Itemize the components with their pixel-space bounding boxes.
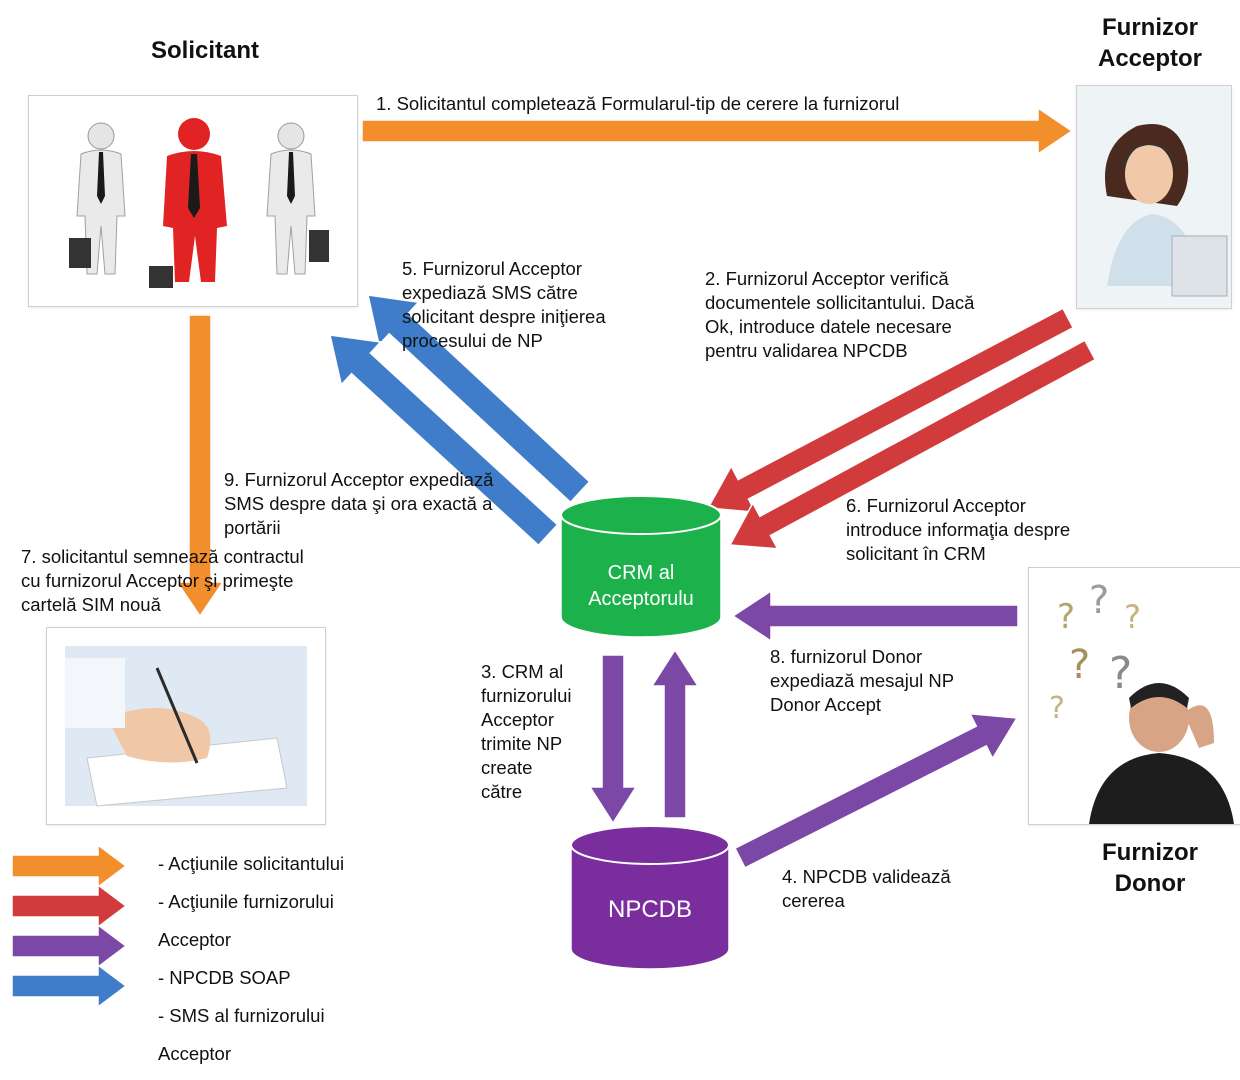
step-2-line: documentele sollicitantului. Dacă (705, 292, 975, 313)
grey-person-right-icon (266, 122, 329, 275)
donor-picture: ? ? ? ? ? ? (1028, 567, 1240, 825)
arrow-step-8 (731, 589, 1019, 643)
legend-item-solicitant: - Acţiunile solicitantului (158, 853, 345, 874)
step-4-line: 4. NPCDB validează (782, 866, 951, 887)
arrow-step-5 (367, 294, 591, 504)
call-center-operator-icon (1105, 124, 1228, 297)
step-7-line: 7. solicitantul semnează contractul (21, 546, 304, 567)
step-5-text: 5. Furnizorul Acceptor expediază SMS căt… (402, 257, 606, 353)
legend-swatch-red (11, 883, 128, 929)
step-5-line: expediază SMS către (402, 282, 578, 303)
legend-item-sms: - SMS al furnizorului (158, 1005, 325, 1026)
red-person-icon (149, 118, 227, 288)
step-1-line: 1. Solicitantul completează Formularul-t… (376, 93, 900, 114)
legend: - Acţiunile solicitantului - Acţiunile f… (158, 852, 344, 1080)
svg-text:?: ? (1109, 648, 1132, 699)
arrow-step-4 (733, 712, 1019, 869)
step-8-line: Donor Accept (770, 694, 882, 715)
step-3-line: create (481, 757, 533, 778)
step-7-line: cu furnizorul Acceptor şi primeşte (21, 570, 294, 591)
svg-text:?: ? (1069, 642, 1090, 688)
step-4-text: 4. NPCDB validează cererea (782, 865, 951, 913)
step-6-line: introduce informaţia despre (846, 519, 1071, 540)
donor-title: Furnizor Donor (1070, 837, 1230, 899)
solicitant-picture (28, 95, 358, 307)
acceptor-picture (1076, 85, 1232, 309)
step-5-line: procesului de NP (402, 330, 543, 351)
step-5-line: 5. Furnizorul Acceptor (402, 258, 582, 279)
step-4-line: cererea (782, 890, 845, 911)
step-9-line: SMS despre data şi ora exactă a (224, 493, 493, 514)
legend-swatch-orange (11, 843, 128, 889)
step-3-line: către (481, 781, 523, 802)
arrow-step-2 (706, 307, 1075, 514)
step-6-text: 6. Furnizorul Acceptor introduce informa… (846, 494, 1070, 566)
grey-person-left-icon (69, 122, 126, 275)
crm-database-icon (560, 495, 722, 638)
legend-swatch-blue (11, 963, 128, 1009)
donor-title-line2: Donor (1114, 870, 1186, 897)
legend-item-npcdb-soap: - NPCDB SOAP (158, 967, 291, 988)
svg-text:?: ? (1089, 578, 1109, 622)
arrow-step-3-up (650, 648, 700, 819)
svg-text:?: ? (1124, 598, 1141, 636)
step-9-text: 9. Furnizorul Acceptor expediază SMS des… (224, 468, 493, 540)
npcdb-database-label: NPCDB (607, 896, 692, 923)
step-2-line: pentru validarea NPCDB (705, 340, 908, 361)
step-6-line: solicitant în CRM (846, 543, 986, 564)
step-7-line: cartelă SIM nouă (21, 594, 161, 615)
step-9-line: portării (224, 517, 281, 538)
arrow-step-1 (361, 106, 1074, 156)
step-3-line: trimite NP (481, 733, 563, 754)
step-3-text: 3. CRM al furnizorului Acceptor trimite … (481, 660, 572, 804)
step-8-line: 8. furnizorul Donor (770, 646, 923, 667)
step-1-text: 1. Solicitantul completează Formularul-t… (376, 92, 899, 116)
npcdb-database-icon (570, 825, 730, 970)
step-6-line: 6. Furnizorul Acceptor (846, 495, 1026, 516)
arrow-step-6 (728, 339, 1097, 550)
step-8-line: expediază mesajul NP (770, 670, 955, 691)
step-9-line: 9. Furnizorul Acceptor expediază (224, 469, 494, 490)
legend-item-sms-cont: Acceptor (158, 1043, 232, 1064)
arrow-step-9 (329, 334, 559, 547)
hand-signing-icon (65, 658, 288, 807)
step-2-line: Ok, introduce datele necesare (705, 316, 952, 337)
svg-text:?: ? (1057, 597, 1075, 637)
step-8-text: 8. furnizorul Donor expediază mesajul NP… (770, 645, 954, 717)
step-3-line: furnizorului (481, 685, 572, 706)
confused-person-icon: ? ? ? ? ? ? (1049, 578, 1234, 824)
solicitant-title: Solicitant (150, 37, 259, 64)
arrow-step-7 (175, 314, 225, 618)
step-3-line: Acceptor (481, 709, 555, 730)
donor-title-line1: Furnizor (1102, 839, 1198, 866)
legend-swatch-purple (11, 923, 128, 969)
arrow-step-3-down (588, 654, 638, 825)
acceptor-title-line2: Acceptor (1097, 45, 1203, 72)
step-5-line: solicitant despre iniţierea (402, 306, 606, 327)
crm-label-line2: Acceptorulu (588, 588, 694, 610)
acceptor-title: Furnizor Acceptor (1070, 12, 1230, 74)
legend-item-acceptor-cont: Acceptor (158, 929, 232, 950)
signing-picture (46, 627, 326, 825)
step-2-line: 2. Furnizorul Acceptor verifică (705, 268, 949, 289)
step-3-line: 3. CRM al (481, 661, 564, 682)
step-7-text: 7. solicitantul semnează contractul cu f… (21, 545, 304, 617)
crm-label-line1: CRM al (607, 562, 675, 584)
legend-item-acceptor: - Acţiunile furnizorului (158, 891, 334, 912)
acceptor-title-line1: Furnizor (1102, 14, 1198, 41)
svg-text:?: ? (1049, 691, 1065, 726)
crm-database-label: CRM al Acceptorulu (570, 560, 712, 612)
step-2-text: 2. Furnizorul Acceptor verifică document… (705, 267, 974, 363)
